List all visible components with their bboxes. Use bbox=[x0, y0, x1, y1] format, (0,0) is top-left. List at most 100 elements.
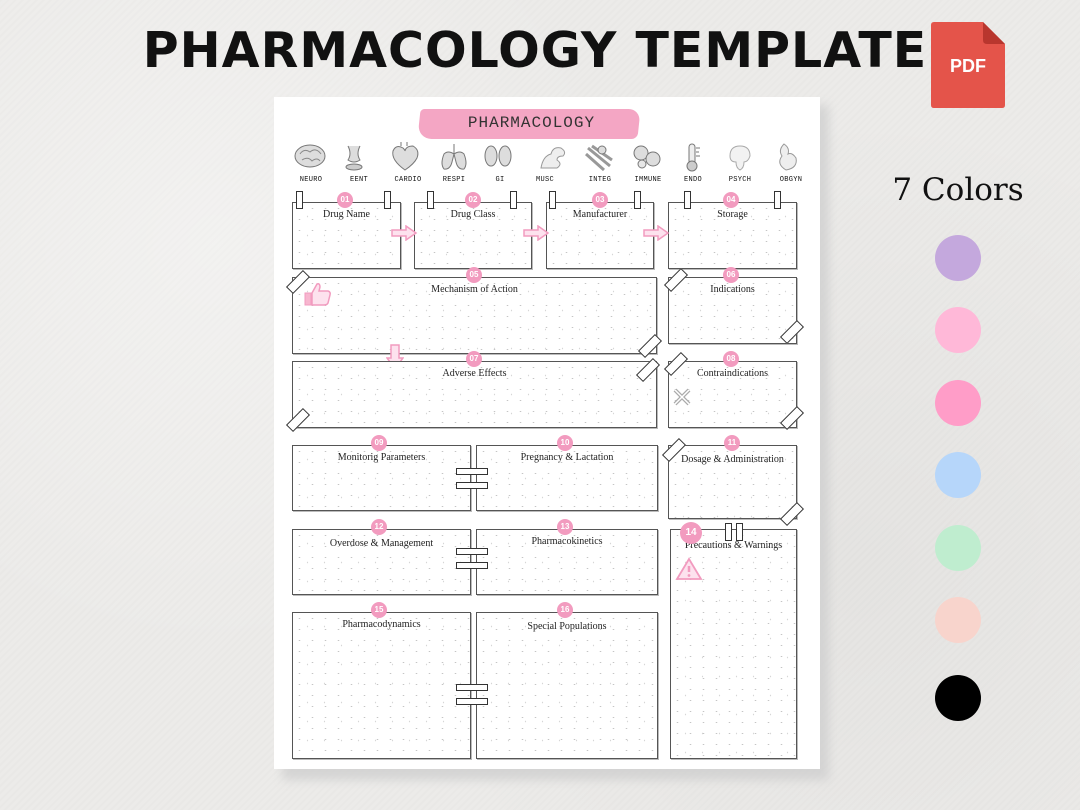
arrow-right-icon bbox=[391, 225, 418, 241]
paper-clip-tab bbox=[634, 191, 641, 209]
section-label: Storage bbox=[717, 209, 748, 220]
section-number-badge: 01 bbox=[337, 192, 353, 208]
section-label: Special Populations bbox=[527, 621, 607, 632]
section-number-badge: 04 bbox=[723, 192, 739, 208]
section-indications[interactable]: Indications bbox=[668, 277, 797, 344]
template-page: PHARMACOLOGY NEURO EENT bbox=[274, 97, 820, 769]
section-storage[interactable]: Storage bbox=[668, 202, 797, 269]
muscle-arm-icon bbox=[540, 147, 566, 169]
section-number-badge: 08 bbox=[723, 351, 739, 367]
arrow-right-icon bbox=[523, 225, 550, 241]
section-number-badge: 05 bbox=[466, 267, 482, 283]
section-monitoring-parameters[interactable]: Monitorig Parameters bbox=[292, 445, 471, 511]
system-label-endo: ENDO bbox=[683, 176, 702, 184]
section-adverse-effects[interactable]: Adverse Effects bbox=[292, 361, 657, 428]
section-label: Dosage & Administration bbox=[681, 454, 784, 465]
paper-clip-tab bbox=[725, 523, 732, 541]
section-number-badge: 11 bbox=[724, 435, 740, 451]
thumbs-up-icon bbox=[304, 283, 331, 306]
system-label-obgyn: OBGYN bbox=[779, 176, 803, 184]
section-label: Pregnancy & Lactation bbox=[520, 452, 614, 463]
section-pharmacodynamics[interactable]: Pharmacodynamics bbox=[292, 612, 471, 759]
system-label-psych: PSYCH bbox=[728, 176, 752, 184]
psych-icon bbox=[729, 145, 751, 171]
section-label: Pharmacodynamics bbox=[342, 619, 421, 630]
skin-icon bbox=[585, 144, 613, 172]
section-manufacturer[interactable]: Manufacturer bbox=[546, 202, 654, 269]
section-special-populations[interactable]: Special Populations bbox=[476, 612, 658, 759]
pdf-label: PDF bbox=[950, 56, 986, 76]
colors-title: 7 Colors bbox=[892, 172, 1024, 208]
section-drug-name[interactable]: Drug Name bbox=[292, 202, 401, 269]
arrow-right-icon bbox=[643, 225, 670, 241]
swatch-light-blue bbox=[935, 452, 981, 498]
section-label: Overdose & Management bbox=[329, 538, 434, 549]
binder-clip-tape bbox=[456, 548, 488, 555]
section-dosage-administration[interactable]: Dosage & Administration bbox=[668, 445, 797, 519]
swatch-purple bbox=[935, 235, 981, 281]
section-label: Indications bbox=[710, 284, 755, 295]
paper-clip-tab bbox=[736, 523, 743, 541]
section-mechanism-of-action[interactable]: Mechanism of Action bbox=[292, 277, 657, 354]
system-label-musc: MUSC bbox=[535, 176, 554, 184]
section-number-badge: 15 bbox=[371, 602, 387, 618]
system-label-gi: GI bbox=[495, 176, 505, 184]
swatch-mint bbox=[935, 525, 981, 571]
section-label: Pharmacokinetics bbox=[531, 536, 603, 547]
section-label: Precautions & Warnings bbox=[684, 540, 783, 551]
section-label: Contraindications bbox=[696, 368, 769, 379]
section-pregnancy-lactation[interactable]: Pregnancy & Lactation bbox=[476, 445, 658, 511]
system-label-neuro: NEURO bbox=[299, 176, 323, 184]
eent-icon bbox=[345, 145, 363, 171]
section-drug-class[interactable]: Drug Class bbox=[414, 202, 532, 269]
system-label-eent: EENT bbox=[349, 176, 368, 184]
section-label: Adverse Effects bbox=[442, 368, 507, 379]
lungs-icon bbox=[441, 144, 467, 170]
kidneys-icon bbox=[484, 145, 512, 167]
section-label: Monitorig Parameters bbox=[337, 452, 426, 463]
system-label-cardio: CARDIO bbox=[394, 176, 422, 184]
system-label-integ: INTEG bbox=[588, 176, 612, 184]
section-label: Drug Name bbox=[323, 209, 370, 220]
swatch-pink bbox=[935, 380, 981, 426]
template-title: PHARMACOLOGY bbox=[467, 114, 596, 132]
section-pharmacokinetics[interactable]: Pharmacokinetics bbox=[476, 529, 658, 595]
section-label: Mechanism of Action bbox=[431, 284, 518, 295]
binder-clip-tape bbox=[456, 698, 488, 705]
section-number-badge: 10 bbox=[557, 435, 573, 451]
section-number-badge: 14 bbox=[680, 522, 702, 544]
thermometer-icon bbox=[686, 143, 700, 172]
x-mark-icon bbox=[673, 388, 691, 406]
section-label: Manufacturer bbox=[572, 209, 628, 220]
warning-icon bbox=[675, 557, 703, 580]
section-label: Drug Class bbox=[450, 209, 496, 220]
swatch-peach bbox=[935, 597, 981, 643]
binder-clip-tape bbox=[456, 684, 488, 691]
section-number-badge: 12 bbox=[371, 519, 387, 535]
paper-clip-tab bbox=[774, 191, 781, 209]
section-number-badge: 06 bbox=[723, 267, 739, 283]
section-number-badge: 03 bbox=[592, 192, 608, 208]
binder-clip-tape bbox=[456, 482, 488, 489]
obgyn-icon bbox=[779, 143, 797, 171]
system-label-immune: IMMUNE bbox=[634, 176, 662, 184]
paper-clip-tab bbox=[427, 191, 434, 209]
heart-icon bbox=[392, 142, 419, 171]
paper-clip-tab bbox=[510, 191, 517, 209]
paper-clip-tab bbox=[549, 191, 556, 209]
section-number-badge: 13 bbox=[557, 519, 573, 535]
swatch-black bbox=[935, 675, 981, 721]
immune-cells-icon bbox=[633, 145, 661, 169]
paper-clip-tab bbox=[684, 191, 691, 209]
brain-icon bbox=[294, 144, 326, 168]
binder-clip-tape bbox=[456, 468, 488, 475]
page-title: PHARMACOLOGY TEMPLATE bbox=[142, 22, 928, 79]
system-label-respi: RESPI bbox=[442, 176, 466, 184]
pdf-file-icon bbox=[931, 22, 1005, 108]
section-contraindications[interactable]: Contraindications bbox=[668, 361, 797, 428]
paper-clip-tab bbox=[296, 191, 303, 209]
binder-clip-tape bbox=[456, 562, 488, 569]
section-number-badge: 02 bbox=[465, 192, 481, 208]
section-overdose-management[interactable]: Overdose & Management bbox=[292, 529, 471, 595]
section-number-badge: 07 bbox=[466, 351, 482, 367]
